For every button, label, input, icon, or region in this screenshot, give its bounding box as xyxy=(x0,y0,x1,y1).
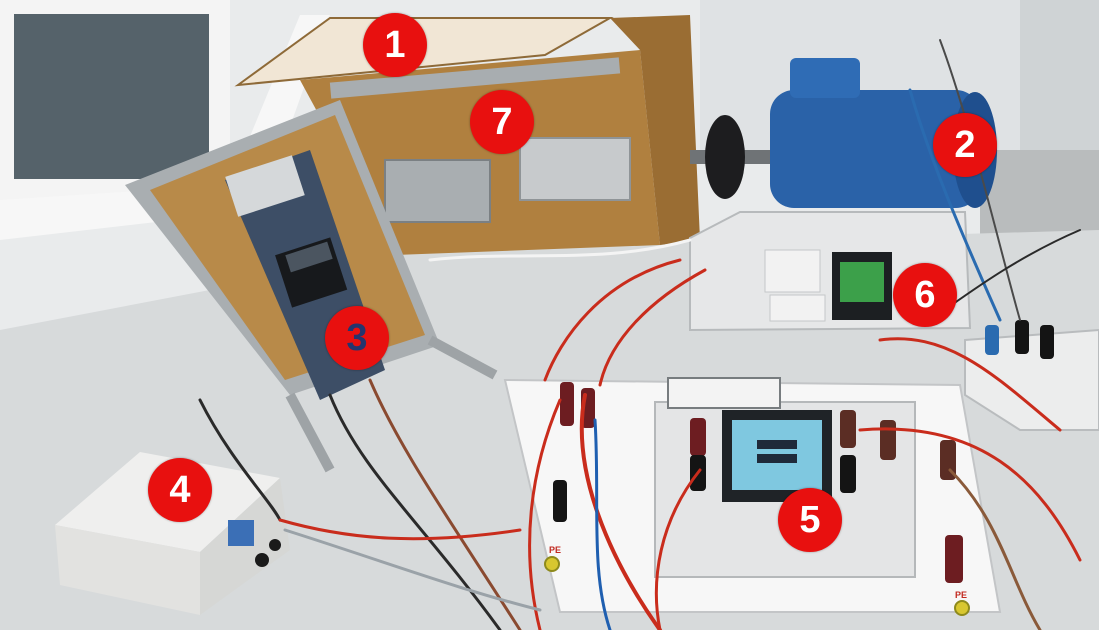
marker-1-label: 1 xyxy=(384,24,406,66)
marker-4-label: 4 xyxy=(169,469,191,511)
relay-module-2 xyxy=(769,294,826,322)
dc-power-supply-front xyxy=(55,525,200,615)
relay-module-1 xyxy=(764,249,821,293)
wall-panel xyxy=(1020,0,1099,150)
pe-label-right: PE xyxy=(955,590,967,600)
marker-7: 7 xyxy=(470,90,534,154)
coupling xyxy=(705,115,745,199)
pe-label-left: PE xyxy=(549,545,561,555)
motor-body xyxy=(770,90,980,208)
data-logger-display xyxy=(840,262,884,302)
inverter-fan xyxy=(225,155,305,217)
marker-3: 3 xyxy=(325,306,389,370)
marker-4: 4 xyxy=(148,458,212,522)
marker-5: 5 xyxy=(778,488,842,552)
wooden-enclosure-side xyxy=(610,15,700,245)
psu-knob-1 xyxy=(255,553,269,567)
cables xyxy=(198,39,1082,630)
marker-6: 6 xyxy=(893,263,957,327)
frame-leg-left xyxy=(285,392,335,473)
psu-knob-2 xyxy=(269,539,281,551)
dc-power-supply-side xyxy=(200,478,290,615)
meter-readout-line-2 xyxy=(757,454,797,463)
inverter-display xyxy=(285,241,333,273)
marker-1: 1 xyxy=(363,13,427,77)
marker-2-label: 2 xyxy=(954,124,976,166)
banana-plugs xyxy=(553,320,1054,583)
din-rail xyxy=(329,57,621,99)
motor-terminal-box xyxy=(790,58,860,98)
marker-7-label: 7 xyxy=(491,101,513,143)
ground-terminal-left xyxy=(544,556,560,572)
power-supply xyxy=(519,137,631,201)
meter-readout-line-1 xyxy=(757,440,797,449)
ground-terminal-right xyxy=(954,600,970,616)
psu-display xyxy=(228,520,254,546)
small-meter xyxy=(667,377,781,409)
marker-3-label: 3 xyxy=(346,317,368,359)
window-glass xyxy=(14,14,209,179)
junction-box xyxy=(384,159,491,223)
marker-6-label: 6 xyxy=(914,274,936,316)
marker-5-label: 5 xyxy=(799,499,821,541)
marker-2: 2 xyxy=(933,113,997,177)
frame-leg-right xyxy=(427,335,498,380)
